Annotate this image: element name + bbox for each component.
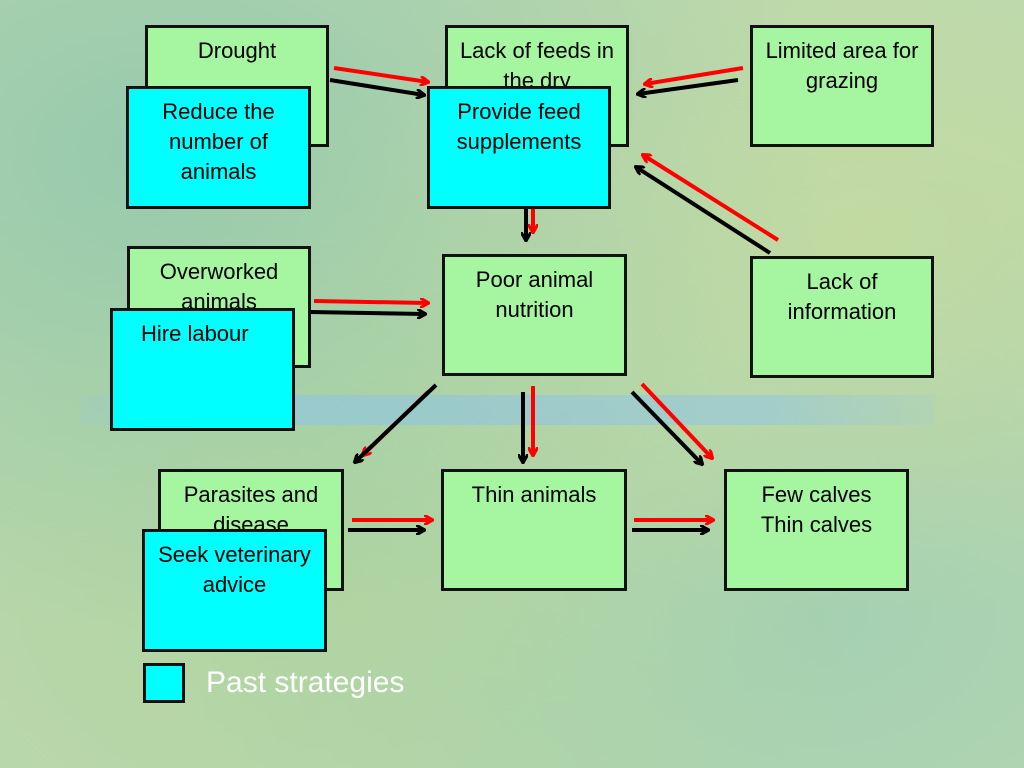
arrow-overworked-to-nutrition-red — [313, 301, 428, 303]
arrow-grazing-to-feeds-black — [638, 78, 739, 94]
problem-poor-nutrition: Poor animal nutrition — [442, 254, 627, 376]
strategy-hire-labour-label: Hire labour — [141, 321, 249, 346]
arrow-info-to-feeds-red — [643, 155, 780, 242]
strategy-feed-supplements: Provide feed supplements — [427, 86, 611, 209]
problem-few-calves: Few calves Thin calves — [724, 469, 909, 591]
arrow-nutrition-to-calves-black — [630, 390, 702, 464]
arrow-drought-to-feeds-red — [333, 66, 428, 82]
strategy-reduce-animals-label: Reduce the number of animals — [162, 99, 275, 184]
strategy-veterinary-advice-label: Seek veterinary advice — [158, 542, 311, 597]
strategy-feed-supplements-label: Provide feed supplements — [456, 99, 582, 154]
problem-overworked-animals-label: Overworked animals — [159, 259, 279, 314]
problem-lack-of-information-label: Lack of information — [787, 269, 897, 324]
strategy-reduce-animals: Reduce the number of animals — [126, 86, 311, 209]
arrow-grazing-to-feeds-red — [645, 66, 744, 84]
legend-label: Past strategies — [206, 666, 405, 699]
arrow-nutrition-to-calves-red — [640, 382, 712, 458]
problem-lack-of-information: Lack of information — [750, 256, 934, 378]
problem-thin-animals: Thin animals — [441, 469, 627, 591]
arrow-drought-to-feeds-black — [329, 78, 424, 95]
arrow-nutrition-to-parasites-black — [355, 383, 438, 462]
problem-poor-nutrition-label: Poor animal nutrition — [475, 267, 594, 322]
problem-drought-label: Drought — [197, 38, 277, 63]
problem-few-calves-line1: Few calves — [761, 482, 872, 507]
problem-lack-of-feeds-label: Lack of feeds in the dry — [459, 38, 615, 93]
problem-thin-animals-label: Thin animals — [471, 482, 597, 507]
strategy-veterinary-advice: Seek veterinary advice — [142, 529, 327, 652]
arrow-overworked-to-nutrition-black — [309, 312, 425, 314]
arrow-info-to-feeds-black — [636, 167, 772, 255]
legend-swatch — [143, 663, 185, 703]
problem-limited-area: Limited area for grazing — [750, 25, 934, 147]
problem-limited-area-label: Limited area for grazing — [765, 38, 919, 93]
problem-few-calves-line2: Thin calves — [760, 512, 873, 537]
strategy-hire-labour: Hire labour — [110, 308, 295, 431]
